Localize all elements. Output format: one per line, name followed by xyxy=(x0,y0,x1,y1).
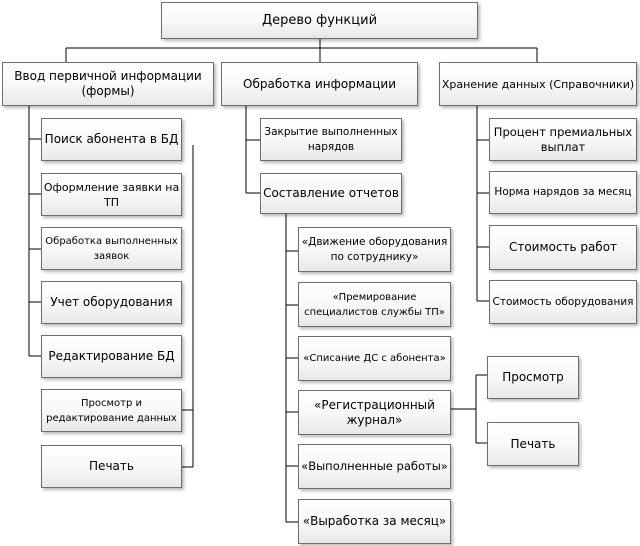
node-label: «Регистрационный журнал» xyxy=(314,397,435,427)
node-input-child-5: Редактирование БД xyxy=(41,335,182,378)
node-storage-child-4: Стоимость оборудования xyxy=(489,280,637,324)
node-label: «Движение оборудования по сотруднику» xyxy=(301,235,448,263)
node-label: Закрытие выполненных нарядов xyxy=(264,125,398,153)
node-label: Просмотр xyxy=(502,370,564,384)
node-label: «Премирование специалистов службы ТП» xyxy=(304,291,445,318)
node-label: «Выработка за месяц» xyxy=(302,514,447,528)
node-storage-child-1: Процент премиальных выплат xyxy=(489,118,637,161)
node-input-branch-label: Ввод первичной информации (формы) xyxy=(14,69,202,98)
node-storage-child-3: Стоимость работ xyxy=(489,225,637,270)
node-processing-child-2: Составление отчетов xyxy=(260,173,402,214)
node-input-child-2: Оформление заявки на ТП xyxy=(41,173,182,216)
node-input-child-1: Поиск абонента в БД xyxy=(41,118,182,161)
node-report-4: «Регистрационный журнал» xyxy=(298,390,451,435)
node-label: Норма нарядов за месяц xyxy=(494,186,632,198)
node-label: Процент премиальных выплат xyxy=(493,124,633,154)
node-storage-branch: Хранение данных (Справочники) xyxy=(439,62,637,106)
node-label: Составление отчетов xyxy=(263,186,399,200)
node-report-5: «Выполненные работы» xyxy=(298,444,451,489)
node-root-label: Дерево функций xyxy=(261,13,378,28)
node-report-3: «Списание ДС с абонента» xyxy=(298,336,451,381)
node-label: Поиск абонента в БД xyxy=(44,132,179,146)
node-label: Стоимость оборудования xyxy=(492,295,634,308)
node-processing-child-1: Закрытие выполненных нарядов xyxy=(260,118,402,161)
node-label: «Выполненные работы» xyxy=(301,459,448,473)
node-label: Редактирование БД xyxy=(48,349,175,363)
node-root: Дерево функций xyxy=(161,2,478,39)
node-label: «Списание ДС с абонента» xyxy=(303,353,446,364)
node-storage-child-2: Норма нарядов за месяц xyxy=(489,171,637,214)
node-label: Стоимость работ xyxy=(508,240,618,254)
node-report-6: «Выработка за месяц» xyxy=(298,499,451,544)
node-processing-branch: Обработка информации xyxy=(221,62,418,106)
node-journal-print: Печать xyxy=(487,422,579,466)
node-input-child-6: Просмотр и редактирование данных xyxy=(41,389,182,432)
node-input-child-3: Обработка выполненных заявок xyxy=(41,227,182,270)
node-journal-view: Просмотр xyxy=(487,356,579,399)
node-input-branch: Ввод первичной информации (формы) xyxy=(2,62,214,106)
node-input-child-7: Печать xyxy=(41,445,182,488)
node-label: Печать xyxy=(510,436,556,451)
node-processing-branch-label: Обработка информации xyxy=(243,76,396,91)
node-label: Обработка выполненных заявок xyxy=(45,235,178,262)
node-label: Просмотр и редактирование данных xyxy=(46,397,177,424)
node-report-2: «Премирование специалистов службы ТП» xyxy=(298,282,451,327)
node-label: Печать xyxy=(89,459,134,473)
node-label: Учет оборудования xyxy=(50,295,173,309)
node-storage-branch-label: Хранение данных (Справочники) xyxy=(441,77,635,91)
node-report-1: «Движение оборудования по сотруднику» xyxy=(298,227,451,272)
node-input-child-4: Учет оборудования xyxy=(41,281,182,324)
node-label: Оформление заявки на ТП xyxy=(43,180,180,209)
